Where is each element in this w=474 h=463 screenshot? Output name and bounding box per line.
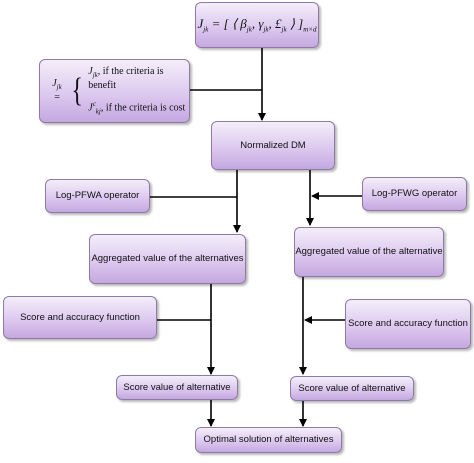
- log-pfwg-node: Log-PFWG operator: [362, 177, 467, 211]
- optimal-solution-node: Optimal solution of alternatives: [195, 427, 342, 453]
- aggregated-right-label: Aggregated value of the alternative: [295, 246, 443, 258]
- decision-matrix-formula: Jjk = [ ⟨ βjk, γjk, £jk ⟩ ]m×d: [197, 15, 317, 34]
- brace-glyph: {: [71, 72, 83, 109]
- case-cost: Jckj, if the criteria is cost: [88, 99, 186, 115]
- score-accuracy-left-node: Score and accuracy function: [3, 296, 157, 339]
- optimal-solution-label: Optimal solution of alternatives: [203, 434, 334, 446]
- log-pfwg-label: Log-PFWG operator: [371, 188, 458, 200]
- score-value-left-node: Score value of alternative: [116, 375, 238, 400]
- score-accuracy-left-label: Score and accuracy function: [20, 311, 140, 323]
- normalization-cases: Jjk, if the criteria is benefit Jckj, if…: [88, 66, 189, 115]
- aggregated-left-node: Aggregated value of the alternatives: [89, 234, 246, 284]
- score-value-left-label: Score value of alternative: [123, 381, 231, 393]
- decision-matrix-node: Jjk = [ ⟨ βjk, γjk, £jk ⟩ ]m×d: [195, 2, 319, 48]
- score-accuracy-right-label: Score and accuracy function: [348, 318, 468, 330]
- score-accuracy-right-node: Score and accuracy function: [345, 299, 471, 349]
- normalization-rule-node: Jjk = { Jjk, if the criteria is benefit …: [39, 59, 190, 123]
- case-benefit: Jjk, if the criteria is benefit: [88, 66, 164, 92]
- aggregated-right-node: Aggregated value of the alternative: [294, 227, 444, 277]
- score-value-right-node: Score value of alternative: [290, 376, 414, 401]
- normalized-dm-label: Normalized DM: [240, 139, 306, 151]
- normalization-lhs: Jjk =: [52, 77, 62, 103]
- log-pfwa-label: Log-PFWA operator: [55, 190, 140, 202]
- normalized-dm-node: Normalized DM: [211, 121, 335, 170]
- log-pfwa-node: Log-PFWA operator: [45, 179, 150, 213]
- aggregated-left-label: Aggregated value of the alternatives: [91, 253, 244, 265]
- score-value-right-label: Score value of alternative: [298, 382, 406, 394]
